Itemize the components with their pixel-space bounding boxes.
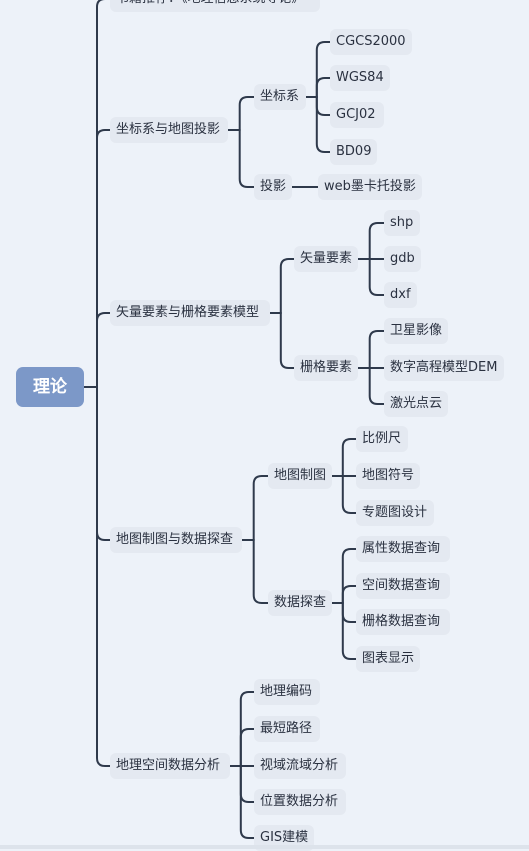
connector-b1-edge: [238, 96, 255, 131]
connector-b2-edge: [279, 312, 295, 369]
leaf-node[interactable]: 图表显示: [356, 646, 421, 672]
leaf-node[interactable]: BD09: [330, 139, 378, 165]
sub-branch-node[interactable]: 地图制图: [268, 463, 333, 489]
sub-branch-node[interactable]: 最短路径: [254, 716, 320, 742]
root-edge: [96, 386, 111, 767]
sub-branch-node[interactable]: 投影: [254, 174, 293, 200]
leaf-node[interactable]: GCJ02: [330, 102, 384, 128]
connector-b4-edge: [239, 691, 255, 767]
root-edge: [96, 129, 111, 388]
branch-node[interactable]: 地理空间数据分析: [110, 753, 230, 779]
sub-branch-node[interactable]: 矢量要素: [294, 246, 359, 272]
leaf-node[interactable]: 数字高程模型DEM: [384, 355, 504, 381]
leaf-node[interactable]: 卫星影像: [384, 318, 449, 344]
leaf-node[interactable]: 栅格数据查询: [356, 609, 450, 635]
connector-b2-1-edge: [368, 367, 385, 405]
connector-b3-0-edge: [341, 438, 357, 477]
sub-branch-node[interactable]: 坐标系: [254, 84, 306, 110]
root-node[interactable]: 理论: [16, 367, 84, 407]
leaf-node[interactable]: 属性数据查询: [356, 536, 450, 562]
sub-branch-node[interactable]: 数据探查: [268, 590, 333, 616]
bottom-scrollbar[interactable]: [0, 845, 529, 849]
branch-node[interactable]: 地图制图与数据探查: [110, 527, 242, 553]
leaf-node[interactable]: 激光点云: [384, 391, 449, 417]
connector-b3-1-edge: [341, 585, 357, 604]
connector-b2-1-edge: [368, 330, 385, 369]
connector-b4-edge: [239, 728, 255, 767]
leaf-node[interactable]: WGS84: [330, 65, 390, 91]
connector-b1-0-edge: [315, 96, 331, 116]
leaf-node[interactable]: 空间数据查询: [356, 573, 450, 599]
connector-b3-1-edge: [341, 602, 357, 623]
leaf-node[interactable]: shp: [384, 210, 420, 236]
leaf-node[interactable]: gdb: [384, 246, 421, 272]
sub-branch-node[interactable]: 视域流域分析: [254, 753, 346, 779]
branch-node[interactable]: 矢量要素与栅格要素模型: [110, 300, 270, 326]
leaf-node[interactable]: 专题图设计: [356, 500, 434, 526]
connector-b4-edge: [239, 765, 255, 803]
connector-b1-0-edge: [315, 96, 331, 153]
leaf-node[interactable]: 地图符号: [356, 463, 421, 489]
connector-b3-0-edge: [341, 475, 357, 514]
connector-b2-edge: [279, 258, 295, 314]
connector-b3-1-edge: [341, 602, 357, 660]
root-edge: [96, 312, 111, 388]
root-edge: [96, 386, 111, 541]
connector-b3-edge: [252, 539, 269, 604]
root-edge: [96, 0, 110, 388]
connector-b2-0-edge: [368, 258, 385, 296]
connector-b1-edge: [238, 129, 255, 188]
connector-b1-0-edge: [315, 41, 331, 98]
sub-branch-node[interactable]: 栅格要素: [294, 355, 359, 381]
connector-b3-edge: [252, 475, 269, 541]
branch-node[interactable]: 坐标系与地图投影: [110, 117, 228, 143]
leaf-node[interactable]: web墨卡托投影: [318, 174, 422, 200]
connector-b3-1-edge: [341, 548, 357, 604]
sub-branch-node[interactable]: 地理编码: [254, 679, 320, 705]
connector-b4-edge: [239, 765, 255, 839]
connector-b2-0-edge: [368, 222, 385, 260]
leaf-node[interactable]: 比例尺: [356, 426, 408, 452]
connector-b1-0-edge: [315, 77, 331, 98]
leaf-node[interactable]: dxf: [384, 282, 417, 308]
sub-branch-node[interactable]: 位置数据分析: [254, 789, 346, 815]
leaf-node[interactable]: CGCS2000: [330, 29, 412, 55]
branch-node[interactable]: 书籍推荐：《地理信息系统导论》: [110, 0, 320, 12]
